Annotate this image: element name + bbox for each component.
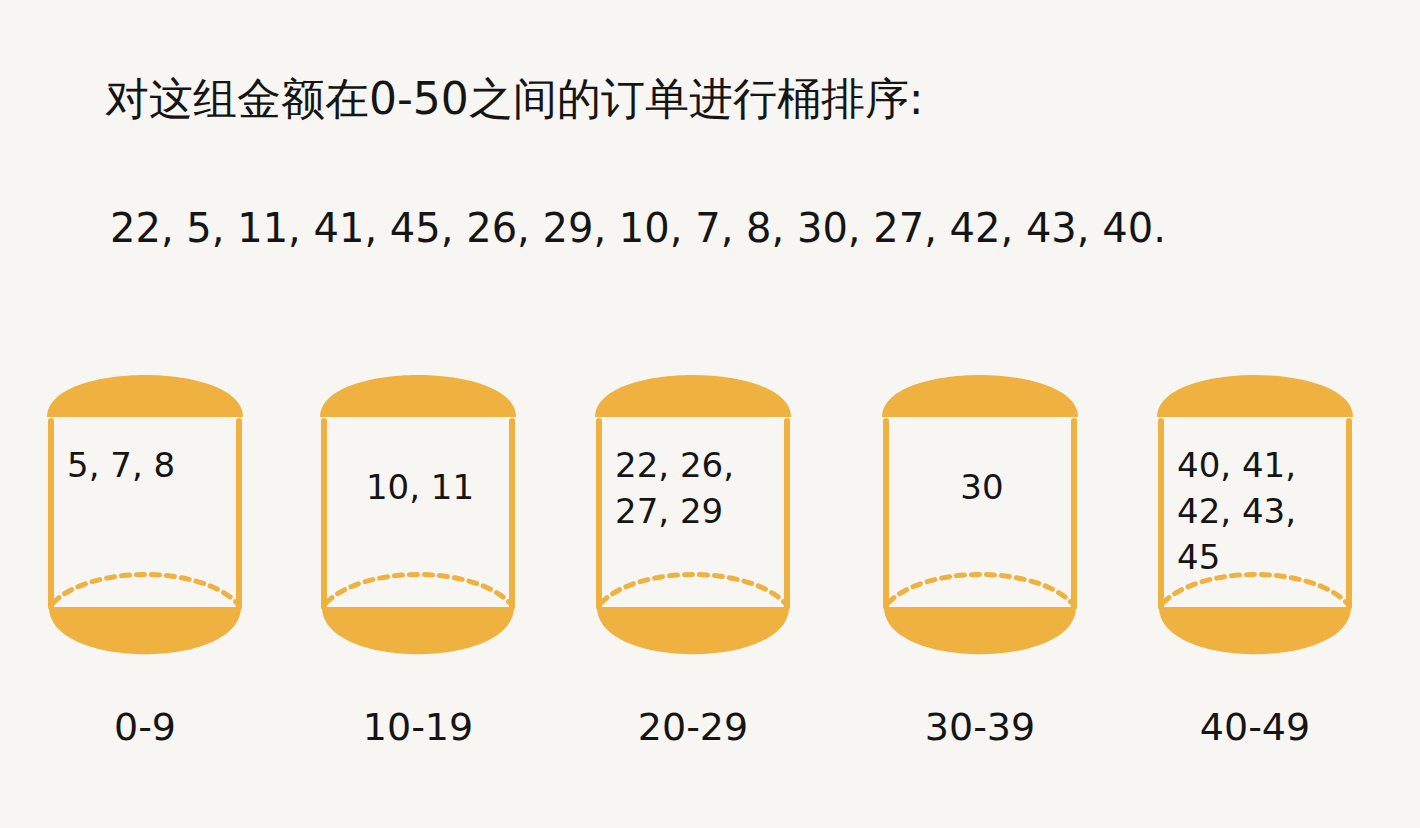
- bucket: 5, 7, 8 0-9: [45, 365, 245, 765]
- bucket-shape: [318, 365, 518, 665]
- bucket-lid: [1157, 375, 1353, 417]
- bucket-side: [321, 421, 327, 607]
- bucket-range: 20-29: [593, 705, 793, 749]
- bucket-range: 10-19: [318, 705, 518, 749]
- bucket-rim: [601, 575, 785, 604]
- bucket-side: [883, 421, 889, 607]
- bucket-base: [322, 607, 514, 654]
- bucket-base: [597, 607, 789, 654]
- bucket-lid: [882, 375, 1078, 417]
- bucket-rim: [53, 575, 237, 604]
- bucket-range: 40-49: [1155, 705, 1355, 749]
- bucket-side: [48, 421, 54, 607]
- bucket-contents: 22, 26, 27, 29: [615, 443, 775, 535]
- bucket-contents: 40, 41, 42, 43, 45: [1177, 443, 1337, 581]
- bucket-rim: [326, 575, 510, 604]
- bucket-lid: [47, 375, 243, 417]
- bucket-contents: 5, 7, 8: [67, 443, 227, 489]
- bucket-contents: 30: [902, 465, 1062, 511]
- bucket-side: [596, 421, 602, 607]
- bucket-range: 0-9: [45, 705, 245, 749]
- bucket-shape: [45, 365, 245, 665]
- bucket-base: [1159, 607, 1351, 654]
- bucket-side: [1158, 421, 1164, 607]
- bucket-rim: [888, 575, 1072, 604]
- number-sequence: 22, 5, 11, 41, 45, 26, 29, 10, 7, 8, 30,…: [110, 205, 1166, 251]
- bucket: 22, 26, 27, 29 20-29: [593, 365, 793, 765]
- bucket: 10, 11 10-19: [318, 365, 518, 765]
- bucket-lid: [320, 375, 516, 417]
- bucket-range: 30-39: [880, 705, 1080, 749]
- bucket-lid: [595, 375, 791, 417]
- bucket-side: [236, 421, 242, 607]
- bucket: 30 30-39: [880, 365, 1080, 765]
- bucket-shape: [880, 365, 1080, 665]
- bucket-base: [884, 607, 1076, 654]
- bucket-contents: 10, 11: [340, 465, 500, 511]
- bucket-side: [784, 421, 790, 607]
- bucket-rim: [1163, 575, 1347, 604]
- bucket-side: [1346, 421, 1352, 607]
- bucket: 40, 41, 42, 43, 45 40-49: [1155, 365, 1355, 765]
- bucket-side: [1071, 421, 1077, 607]
- bucket-base: [49, 607, 241, 654]
- title: 对这组金额在0-50之间的订单进行桶排序:: [105, 70, 924, 129]
- bucket-side: [509, 421, 515, 607]
